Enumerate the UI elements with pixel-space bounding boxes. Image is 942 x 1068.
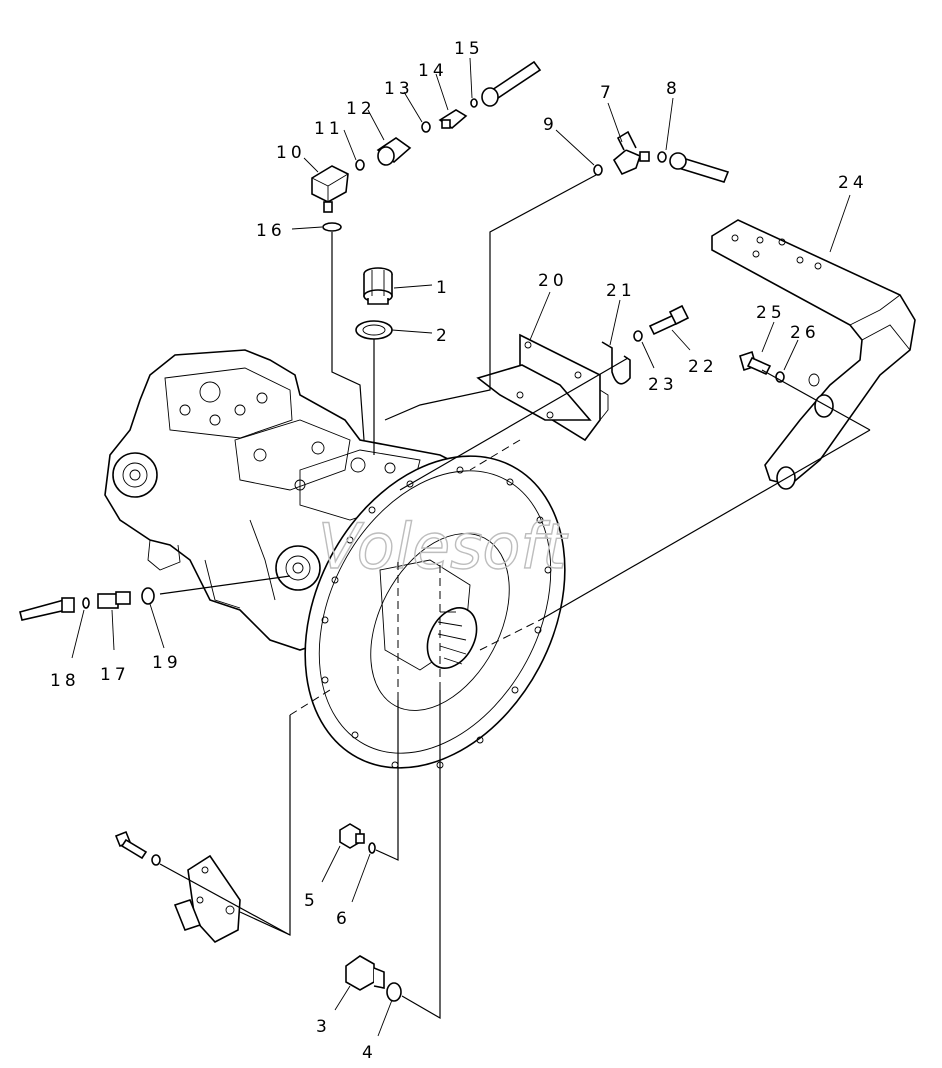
callout-14: 14 [418,61,448,81]
part-8-oring [657,151,667,163]
lower-mount-bracket [173,854,241,943]
part-13-oring [421,121,431,133]
callout-21: 21 [606,281,636,301]
callout-26: 26 [790,323,820,343]
callout-22: 22 [688,357,718,377]
part-1-plug [363,267,393,305]
connection-lines [159,174,871,1020]
callout-15: 15 [454,39,484,59]
callout-1: 1 [436,278,451,298]
part-14-adapter [438,109,468,130]
callout-6: 6 [336,909,351,929]
callout-7: 7 [600,83,615,103]
part-12-fitting [376,137,412,166]
callout-18: 18 [50,671,80,691]
part-19-oring [141,587,155,605]
lower-washer [151,854,161,866]
callout-20: 20 [538,271,568,291]
part-25-bolt [739,350,772,376]
part-11-oring [355,159,365,171]
callout-11: 11 [314,119,344,139]
part-23-washer [633,330,643,342]
part-2-washer [355,320,393,340]
part-5-plug [339,823,365,849]
part-7-elbow [612,130,650,176]
part-20-bracket [476,333,609,442]
part-16-oring [322,222,342,232]
part-10-block [311,165,349,213]
callout-5: 5 [304,891,319,911]
callout-16: 16 [256,221,286,241]
watermark-text: Volesoft [318,510,569,583]
callout-9: 9 [543,115,558,135]
callout-8: 8 [666,79,681,99]
callout-13: 13 [384,79,414,99]
callout-17: 17 [100,665,130,685]
callout-labels: 1 2 3 4 5 6 7 8 9 10 11 12 13 14 15 16 1… [50,39,868,1063]
part-3-plug [345,955,385,991]
part-18-hose [19,597,75,621]
part-21-clamp [601,341,631,385]
callout-4: 4 [362,1043,377,1063]
callout-19: 19 [152,653,182,673]
callout-25: 25 [756,303,786,323]
hose-top [481,60,542,107]
label-leaders [71,57,851,1037]
part-9-oring [593,164,603,176]
callout-24: 24 [838,173,868,193]
part-15-oring [470,98,478,108]
lower-bolt [114,830,148,860]
callout-23: 23 [648,375,678,395]
callout-2: 2 [436,326,451,346]
callout-12: 12 [346,99,376,119]
callout-10: 10 [276,143,306,163]
part-18-oring [82,597,90,609]
part-17-fitting [97,591,131,609]
part-6-oring [368,842,376,854]
part-4-oring [386,982,402,1002]
hose-right [669,152,730,183]
callout-3: 3 [316,1017,331,1037]
part-22-bolt [648,304,690,336]
